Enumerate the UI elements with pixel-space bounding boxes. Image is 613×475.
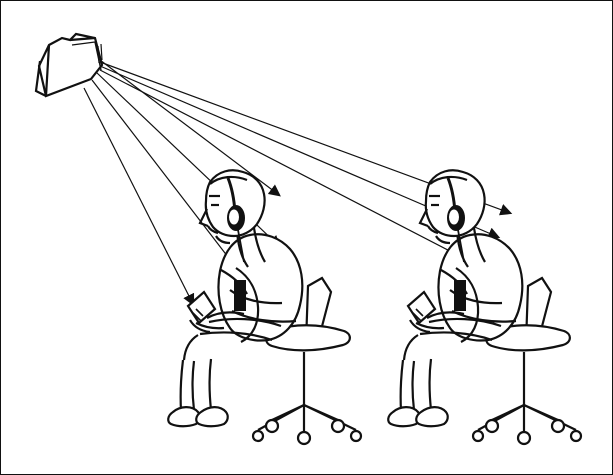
projector-icon (34, 32, 104, 98)
